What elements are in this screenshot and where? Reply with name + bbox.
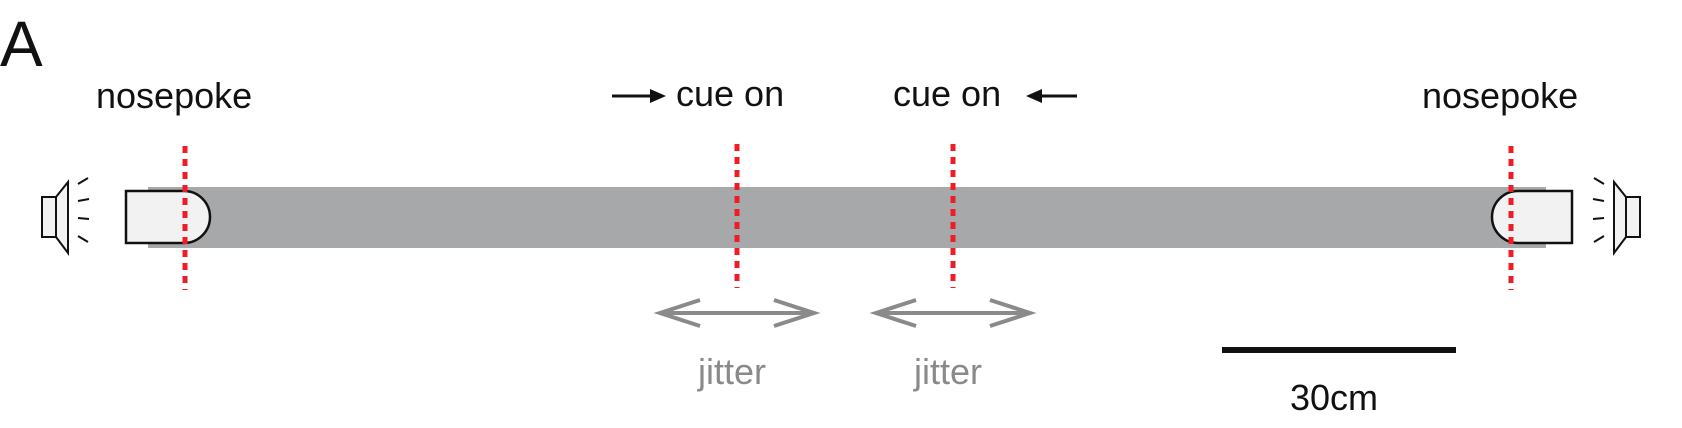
cue-on-label-rightward: cue on	[676, 73, 785, 114]
cue-on-label-leftward: cue on	[893, 73, 1002, 114]
linear-track	[148, 187, 1546, 248]
jitter-arrow-1	[653, 298, 821, 328]
arrow-left-icon	[1026, 89, 1077, 103]
nosepoke-label-left: nosepoke	[96, 75, 253, 116]
nosepoke-port-right	[1490, 189, 1574, 245]
scale-bar	[1222, 347, 1456, 353]
speaker-icon	[41, 177, 90, 256]
nosepoke-label-right: nosepoke	[1422, 75, 1579, 116]
jitter-label-1: jitter	[698, 351, 767, 392]
jitter-arrow-2	[869, 298, 1037, 328]
scale-bar-label: 30cm	[1290, 377, 1379, 418]
nosepoke-port-left	[124, 189, 212, 245]
arrow-right-icon	[612, 89, 666, 103]
jitter-label-2: jitter	[914, 351, 983, 392]
panel-label: A	[0, 8, 43, 80]
speaker-icon	[1592, 177, 1641, 256]
